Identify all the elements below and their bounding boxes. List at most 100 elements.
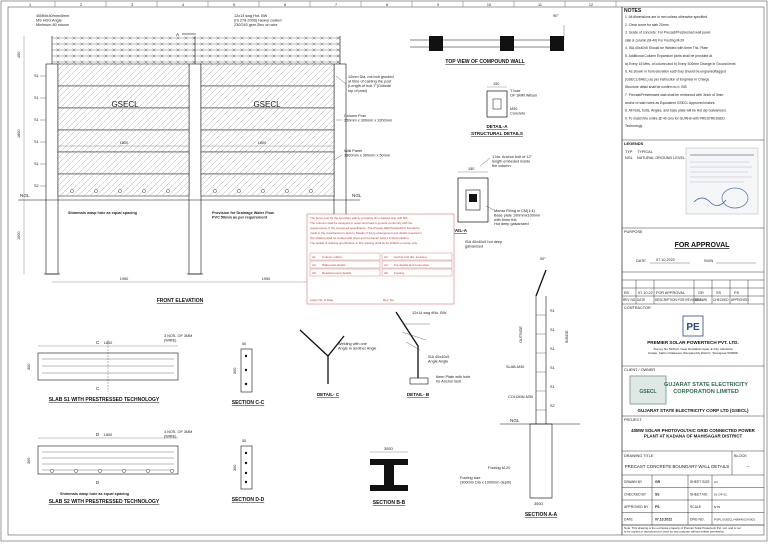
dim-1800v: 1800 (17, 130, 21, 138)
detail-a-mortar: Mortar Filling in CM(1:4)Base plate 100m… (494, 209, 540, 226)
section-cc-dim-h: 300 (233, 368, 237, 374)
section-aa-angle: 90° (540, 257, 546, 261)
aa-slab-label: S1 (550, 328, 555, 332)
contractor-label: CONTRACTOR (624, 306, 651, 310)
wall-panel (200, 173, 335, 197)
purpose-value: FOR APPROVAL (675, 242, 731, 249)
contractor-name: PREMIER SOLAR POWERTECH PVT. LTD. (647, 340, 739, 345)
rev-header-approved: APPROVED (731, 298, 749, 302)
detail-b-wire: 12x14 swg #No. BW (412, 311, 447, 315)
signoff-sheet-value: NTS (714, 505, 720, 509)
section-bb: 300D SECTION B-B (370, 447, 408, 506)
rev-header-checked: CHECKED (713, 298, 729, 302)
signoff-sheet-value: PSPL/GSECL/40MW/CIV/001 (714, 518, 755, 522)
section-a-marker: A (176, 32, 180, 37)
detail-b-title: DETAIL- B (407, 392, 430, 397)
section-aa-title: SECTION A-A (525, 512, 558, 518)
section-aa-footing-size: Footing size(300mm Dia x 1000mm depth) (460, 476, 512, 484)
note-line: Technology. (625, 124, 643, 128)
detail-a-top-title: DETAIL-A (486, 124, 508, 129)
section-dd-dim-h: 300 (233, 465, 237, 471)
section-bb-title: SECTION B-B (373, 500, 406, 506)
project-label: PROJECT (624, 418, 642, 422)
signoff-name: PS (655, 505, 660, 509)
red-table-no: A1 (312, 255, 316, 259)
wall-panels (57, 63, 335, 197)
block-label: BLOCK (734, 454, 747, 458)
red-table-desc: Column outline (322, 255, 342, 259)
section-aa-column: COLUMN-M30 (508, 395, 533, 399)
red-table-desc: For details and connection (394, 263, 430, 267)
revision-table: R0 07.10.22 FOR APPROVAL GR SS PS REV NO… (622, 279, 764, 304)
slab-s1-dim-w: 1800 (104, 341, 112, 345)
wall-panel (57, 63, 190, 87)
project-value: 40MW SOLAR PHOTOVOLTAIC GRID CONNECTED P… (631, 428, 756, 439)
signoff-name: SS (655, 493, 660, 497)
red-note-line: The details of drawing specification in … (310, 241, 418, 245)
purpose-date-value: 07.10.2022 (656, 258, 675, 262)
border-number: 11 (538, 3, 542, 7)
legend-code-1: TYP (625, 150, 633, 154)
detail-a-subtitle: STRUCTURAL DETAILS (471, 131, 523, 136)
border-number: 6 (284, 3, 286, 7)
red-note-line: made in the manufacturer's factory. Deta… (310, 231, 422, 235)
red-table-no: A2 (384, 255, 388, 259)
dim-1000: 1000 (17, 232, 21, 240)
top-view: 90° TOP VIEW OF COMPOUND WALL (410, 14, 565, 65)
rev-header-date: DATE (637, 298, 645, 302)
signoff-role: DRAWN BY (624, 480, 643, 484)
note-line: and/or of slab holes as Equivalent GSECL… (625, 101, 715, 105)
detail-a-top-dim: 150 (493, 82, 499, 86)
signoff-sheet-value: A1 (714, 480, 718, 484)
section-cc-dim-w: 50 (242, 342, 246, 346)
drawing-title-label: DRAWING TITLE (624, 454, 654, 458)
slab-s2-note: Shimmals wasp hole as equal spacing (60, 492, 130, 496)
slab-s1-c-top: C (96, 340, 100, 345)
border-number: 7 (335, 3, 337, 7)
note-line: 5. Additional Column Expansion joints sh… (625, 54, 712, 58)
rev-row-checked: SS (716, 291, 722, 295)
slab-s1-title: SLAB S1 WITH PRESTRESSED TECHNOLOGY (49, 397, 160, 403)
slab-s2-rods: 4 NOS. OF 3MM(WIRE) (164, 430, 192, 438)
slab-label: S1 (34, 96, 39, 100)
red-table-no: A3 (312, 263, 316, 267)
note-line: Structure detail shall be confirm w.r.t.… (625, 85, 688, 89)
slab-label: S2 (34, 184, 39, 188)
red-note-line: The columns shall be designed to resist … (310, 221, 413, 225)
note-line: 9. To match the entire @ 40 cms for GUIN… (625, 116, 725, 120)
signoff-sheet-value: 01 OF 01 (714, 493, 727, 497)
slab-s2-title: SLAB S2 WITH PRESTRESSED TECHNOLOGY (49, 499, 160, 505)
signoff-sheet-label: SCALE (690, 505, 702, 509)
legend-desc-1: TYPICAL (637, 150, 653, 154)
wall-panel (200, 151, 335, 175)
signoff-role: CHECKED BY (624, 493, 647, 497)
signoff-sheet-label: SHEET NO. (690, 493, 708, 497)
signoff-footer: Note: This drawing is the exclusive prop… (624, 526, 741, 533)
signoff-name: GR (655, 480, 661, 484)
section-cc-title: SECTION C-C (232, 400, 265, 406)
column-post-1 (45, 63, 59, 275)
slab-s2-dim-w: 1800 (104, 433, 112, 437)
rev-row-date: 07.10.22 (638, 291, 653, 295)
note-line: 6. As shown in front elevation each bay … (625, 70, 726, 74)
barbed-wires (52, 36, 340, 64)
client-logo: GSECL (629, 375, 667, 405)
red-note-line: requirements of the concerned specificat… (310, 226, 420, 230)
legend-desc-2: NATURAL GROUND LEVEL (637, 156, 685, 160)
note-line: slab & column (M-40) For Footing M-20 (625, 38, 684, 42)
slab-s2: 1800 300 4 NOS. OF 3MM(WIRE) D D Shimmal… (27, 430, 192, 505)
red-note-line: The fence post for the boundary wall by … (310, 216, 407, 220)
slab-label: S1 (34, 162, 39, 166)
section-aa-slab: SLAB-M30 (506, 365, 524, 369)
wall-panel (200, 129, 335, 153)
purpose-label: PURPOSE (624, 230, 643, 234)
rev-row-rev: R0 (624, 291, 629, 295)
